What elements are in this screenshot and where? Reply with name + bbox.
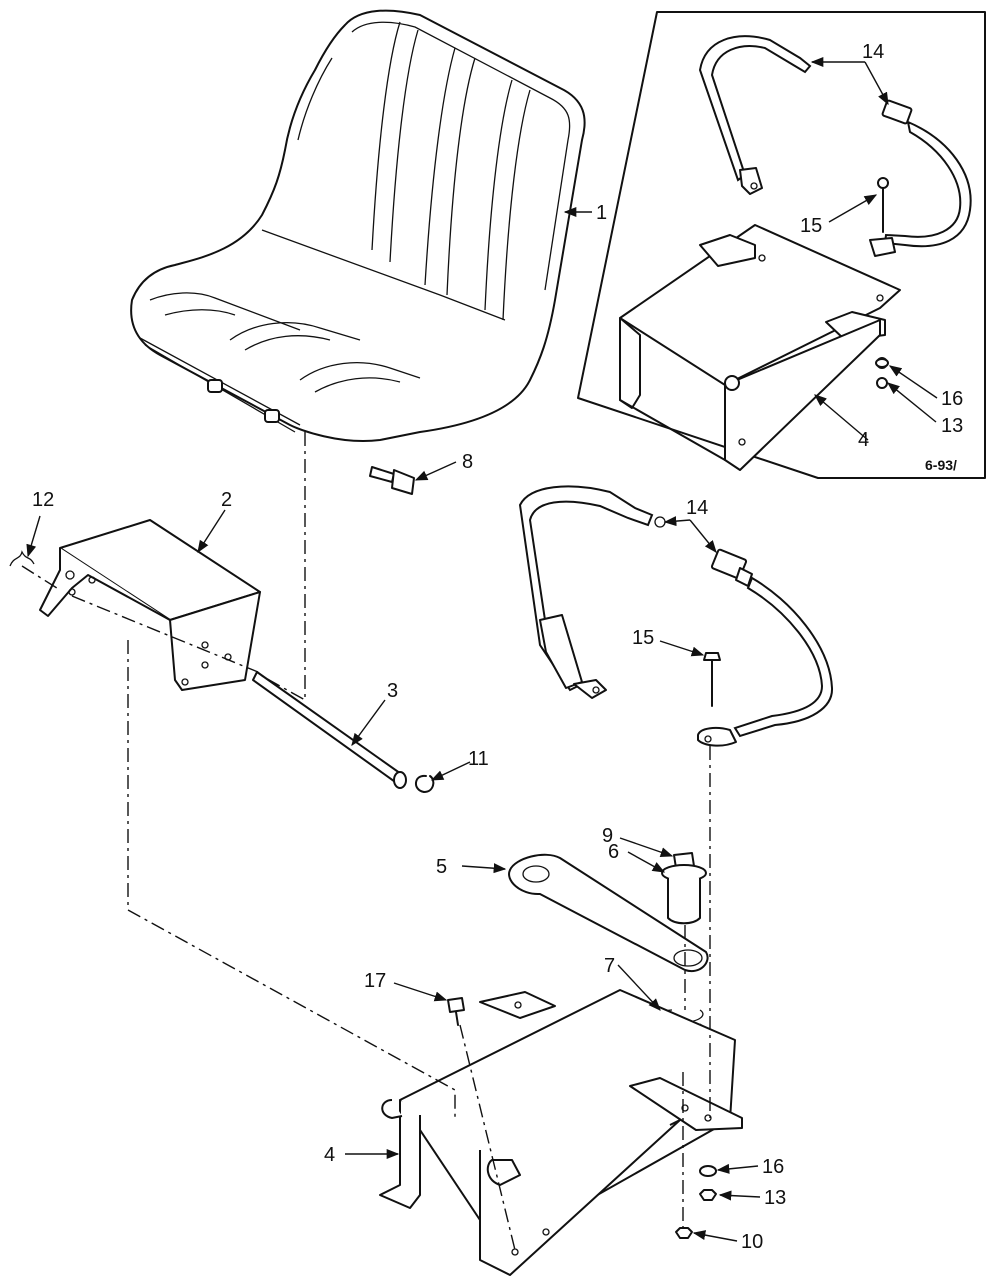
callout-16-inset: 16 [941,388,963,410]
callout-8: 8 [462,451,473,473]
callout-6: 6 [608,841,619,863]
callout-1: 1 [596,202,607,224]
callout-3: 3 [387,680,398,702]
nut-10 [675,1227,693,1239]
alignment-lines [21,432,711,1251]
callout-13-inset: 13 [941,415,963,437]
nut-13 [699,1189,717,1201]
inset-washer-16 [875,358,889,368]
bracket-wire-12 [9,550,35,567]
callout-15-inset: 15 [800,215,822,237]
callout-17: 17 [364,970,386,992]
callout-4-main: 4 [324,1144,335,1166]
callout-15-main: 15 [632,627,654,649]
leader-lines [26,56,938,1242]
lower-hardware [675,358,889,1239]
inset-bolt-15 [877,177,889,233]
lever-arm-5 [508,853,709,973]
bushing-6 [661,864,707,925]
washer-16 [699,1165,717,1177]
callout-4-inset: 4 [858,429,869,451]
callout-7: 7 [604,955,615,977]
pivot-pin [252,671,407,789]
callout-11: 11 [468,748,489,770]
callout-12: 12 [32,489,54,511]
callout-5: 5 [436,856,447,878]
callout-labels: 1 2 3 4 4 5 6 7 8 9 10 11 12 13 13 14 14… [32,41,963,1253]
seat-bolt-8 [369,466,415,495]
callout-10: 10 [741,1231,763,1253]
callout-14-main: 14 [686,497,708,519]
bolt-17 [447,997,465,1026]
retaining-clip-11 [415,774,435,793]
callout-13-main: 13 [764,1187,786,1209]
callout-2: 2 [221,489,232,511]
figure-code: 6-93/ [925,457,957,473]
callout-14-inset: 14 [862,41,884,63]
callout-9: 9 [602,825,613,847]
inset-seat-belt [698,35,972,257]
callout-16-main: 16 [762,1156,784,1178]
belt-bolt-15 [703,652,721,707]
seat-cushion [130,9,586,442]
inset-frame [577,11,986,479]
seat-bracket [39,519,261,691]
seat-base-4 [379,989,743,1276]
seat-belt [518,485,834,747]
